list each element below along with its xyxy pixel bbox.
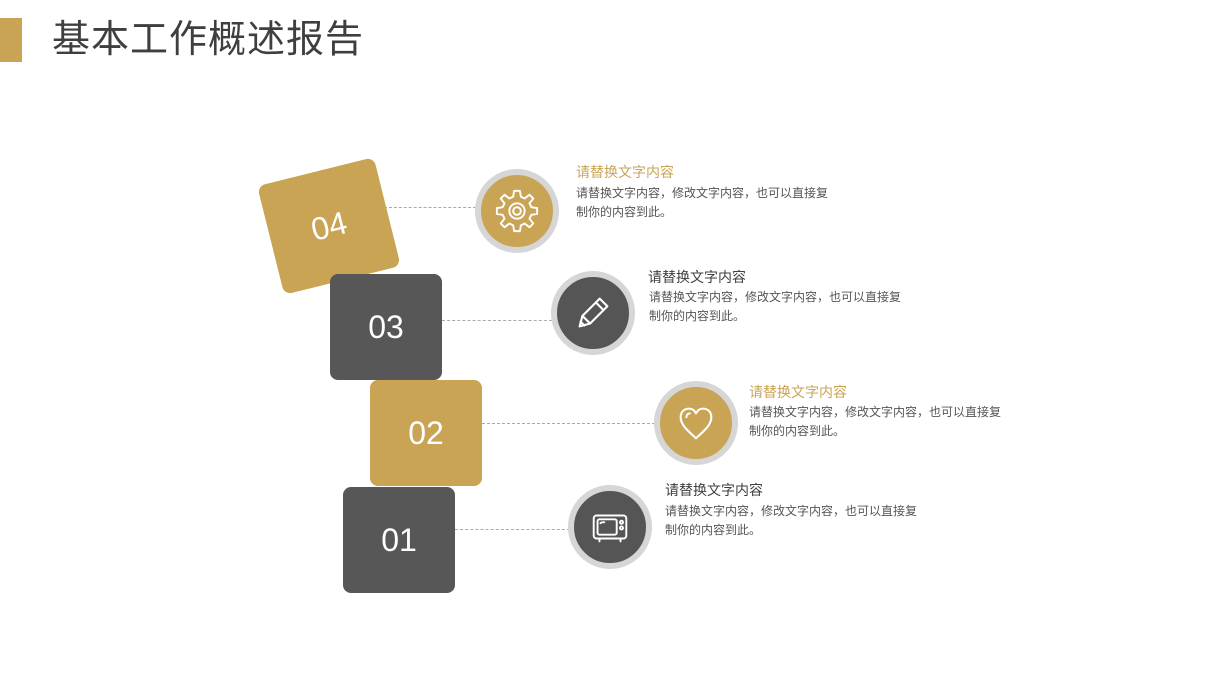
step-block-02: 02 xyxy=(370,380,482,486)
step-desc-01: 请替换文字内容，修改文字内容，也可以直接复制你的内容到此。 xyxy=(665,504,918,537)
step-desc-03: 请替换文字内容，修改文字内容，也可以直接复制你的内容到此。 xyxy=(649,290,902,323)
step-title-02: 请替换文字内容 xyxy=(749,385,847,401)
step-circle-02 xyxy=(654,381,738,465)
step-circle-04 xyxy=(475,169,559,253)
heart-icon xyxy=(679,407,713,440)
title-accent-bar xyxy=(0,18,22,62)
tv-icon xyxy=(592,514,628,543)
connector-01 xyxy=(455,529,570,530)
step-circle-03 xyxy=(551,271,635,355)
step-title-01: 请替换文字内容 xyxy=(665,483,763,499)
step-desc-02: 请替换文字内容，修改文字内容，也可以直接复制你的内容到此。 xyxy=(749,405,1002,438)
step-desc-04: 请替换文字内容，修改文字内容，也可以直接复制你的内容到此。 xyxy=(576,186,829,219)
page-title: 基本工作概述报告 xyxy=(52,17,365,61)
step-block-01: 01 xyxy=(343,487,455,593)
gear-icon xyxy=(495,189,539,233)
step-title-04: 请替换文字内容 xyxy=(576,165,674,181)
step-title-03: 请替换文字内容 xyxy=(648,270,746,286)
step-block-03: 03 xyxy=(330,274,442,380)
connector-02 xyxy=(482,423,655,424)
connector-03 xyxy=(442,320,552,321)
connector-04 xyxy=(384,207,476,208)
pencil-icon xyxy=(578,297,609,328)
step-circle-01 xyxy=(568,485,652,569)
